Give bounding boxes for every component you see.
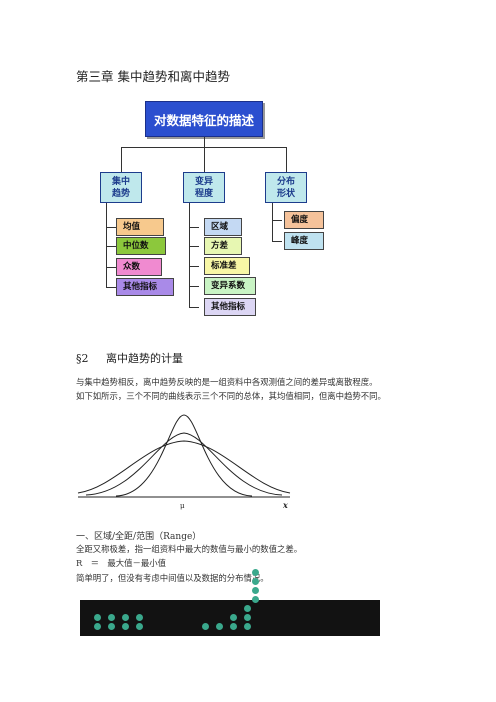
tick xyxy=(106,246,116,247)
item-range: 区域 xyxy=(204,218,242,236)
tick xyxy=(189,286,199,287)
curve-wide xyxy=(77,440,291,494)
item-other-variability: 其他指标 xyxy=(204,298,256,316)
tick xyxy=(272,220,282,221)
dot xyxy=(252,578,259,585)
branch-down-2 xyxy=(204,147,205,172)
dot xyxy=(244,614,251,621)
category-variability: 变异 程度 xyxy=(183,172,225,203)
tick xyxy=(106,267,116,268)
spine-1 xyxy=(106,203,107,287)
dot xyxy=(230,614,237,621)
x-axis-label: x xyxy=(282,500,288,510)
tick xyxy=(189,227,199,228)
dot xyxy=(122,623,129,630)
category-label-line1: 集中 xyxy=(111,177,130,187)
range-heading: 一、区域/全距/范围（Range） xyxy=(76,532,202,542)
dot xyxy=(136,614,143,621)
chapter-title: 第三章 集中趋势和离中趋势 xyxy=(76,69,230,84)
range-definition: 全距又称极差，指一组资料中最大的数值与最小的数值之差。 xyxy=(76,544,303,554)
category-label-line1: 变异 xyxy=(194,177,213,187)
item-mode: 众数 xyxy=(116,258,162,276)
dot xyxy=(108,614,115,621)
paragraph-1: 与集中趋势相反，离中趋势反映的是一组资料中各观测值之间的差异或离散程度。 xyxy=(76,377,378,387)
section-number: §2 xyxy=(76,352,89,365)
range-formula: R ＝ 最大值－最小值 xyxy=(76,558,167,568)
category-central-tendency: 集中 趋势 xyxy=(100,172,142,203)
dot xyxy=(122,614,129,621)
spine-3 xyxy=(272,203,273,242)
tick xyxy=(272,241,282,242)
category-shape: 分布 形状 xyxy=(265,172,307,203)
item-std-dev: 标准差 xyxy=(204,257,250,275)
item-mean: 均值 xyxy=(116,218,164,236)
dot xyxy=(244,605,251,612)
dot xyxy=(230,623,237,630)
dot xyxy=(202,623,209,630)
diagram-root-box: 对数据特征的描述 xyxy=(145,101,263,137)
range-note: 简单明了，但没有考虑中间值以及数据的分布情况。 xyxy=(76,573,269,583)
item-median: 中位数 xyxy=(116,237,166,255)
item-skewness: 偏度 xyxy=(284,211,324,229)
curve-narrow xyxy=(115,414,253,497)
dot xyxy=(136,623,143,630)
category-label-line2: 形状 xyxy=(276,189,295,199)
dot xyxy=(252,596,259,603)
section-title: 离中趋势的计量 xyxy=(106,352,183,365)
item-kurtosis: 峰度 xyxy=(284,232,324,250)
mu-label: μ xyxy=(180,502,185,510)
tick xyxy=(106,287,116,288)
dispersion-curves-figure: μ x xyxy=(77,414,291,510)
dot xyxy=(252,569,259,576)
root-connector xyxy=(204,137,205,147)
category-label-line2: 趋势 xyxy=(111,189,130,199)
dot xyxy=(94,614,101,621)
item-cv: 变异系数 xyxy=(204,277,256,295)
dot xyxy=(244,623,251,630)
tick xyxy=(189,246,199,247)
dot xyxy=(252,587,259,594)
dot xyxy=(94,623,101,630)
dot-distribution-panel xyxy=(80,569,380,636)
branch-down-1 xyxy=(121,147,122,172)
item-variance: 方差 xyxy=(204,237,242,255)
curve-medium xyxy=(85,432,283,496)
spine-2 xyxy=(189,203,190,307)
category-label-line2: 程度 xyxy=(194,189,213,199)
item-other-central: 其他指标 xyxy=(116,278,174,296)
tick xyxy=(189,266,199,267)
section-heading: §2 离中趋势的计量 xyxy=(76,350,197,366)
tick xyxy=(189,307,199,308)
category-label-line1: 分布 xyxy=(276,177,295,187)
dot xyxy=(108,623,115,630)
dot xyxy=(216,623,223,630)
tick xyxy=(106,227,116,228)
paragraph-2: 如下如所示，三个不同的曲线表示三个不同的总体，其均值相同，但离中趋势不同。 xyxy=(76,391,386,401)
branch-down-3 xyxy=(286,147,287,172)
